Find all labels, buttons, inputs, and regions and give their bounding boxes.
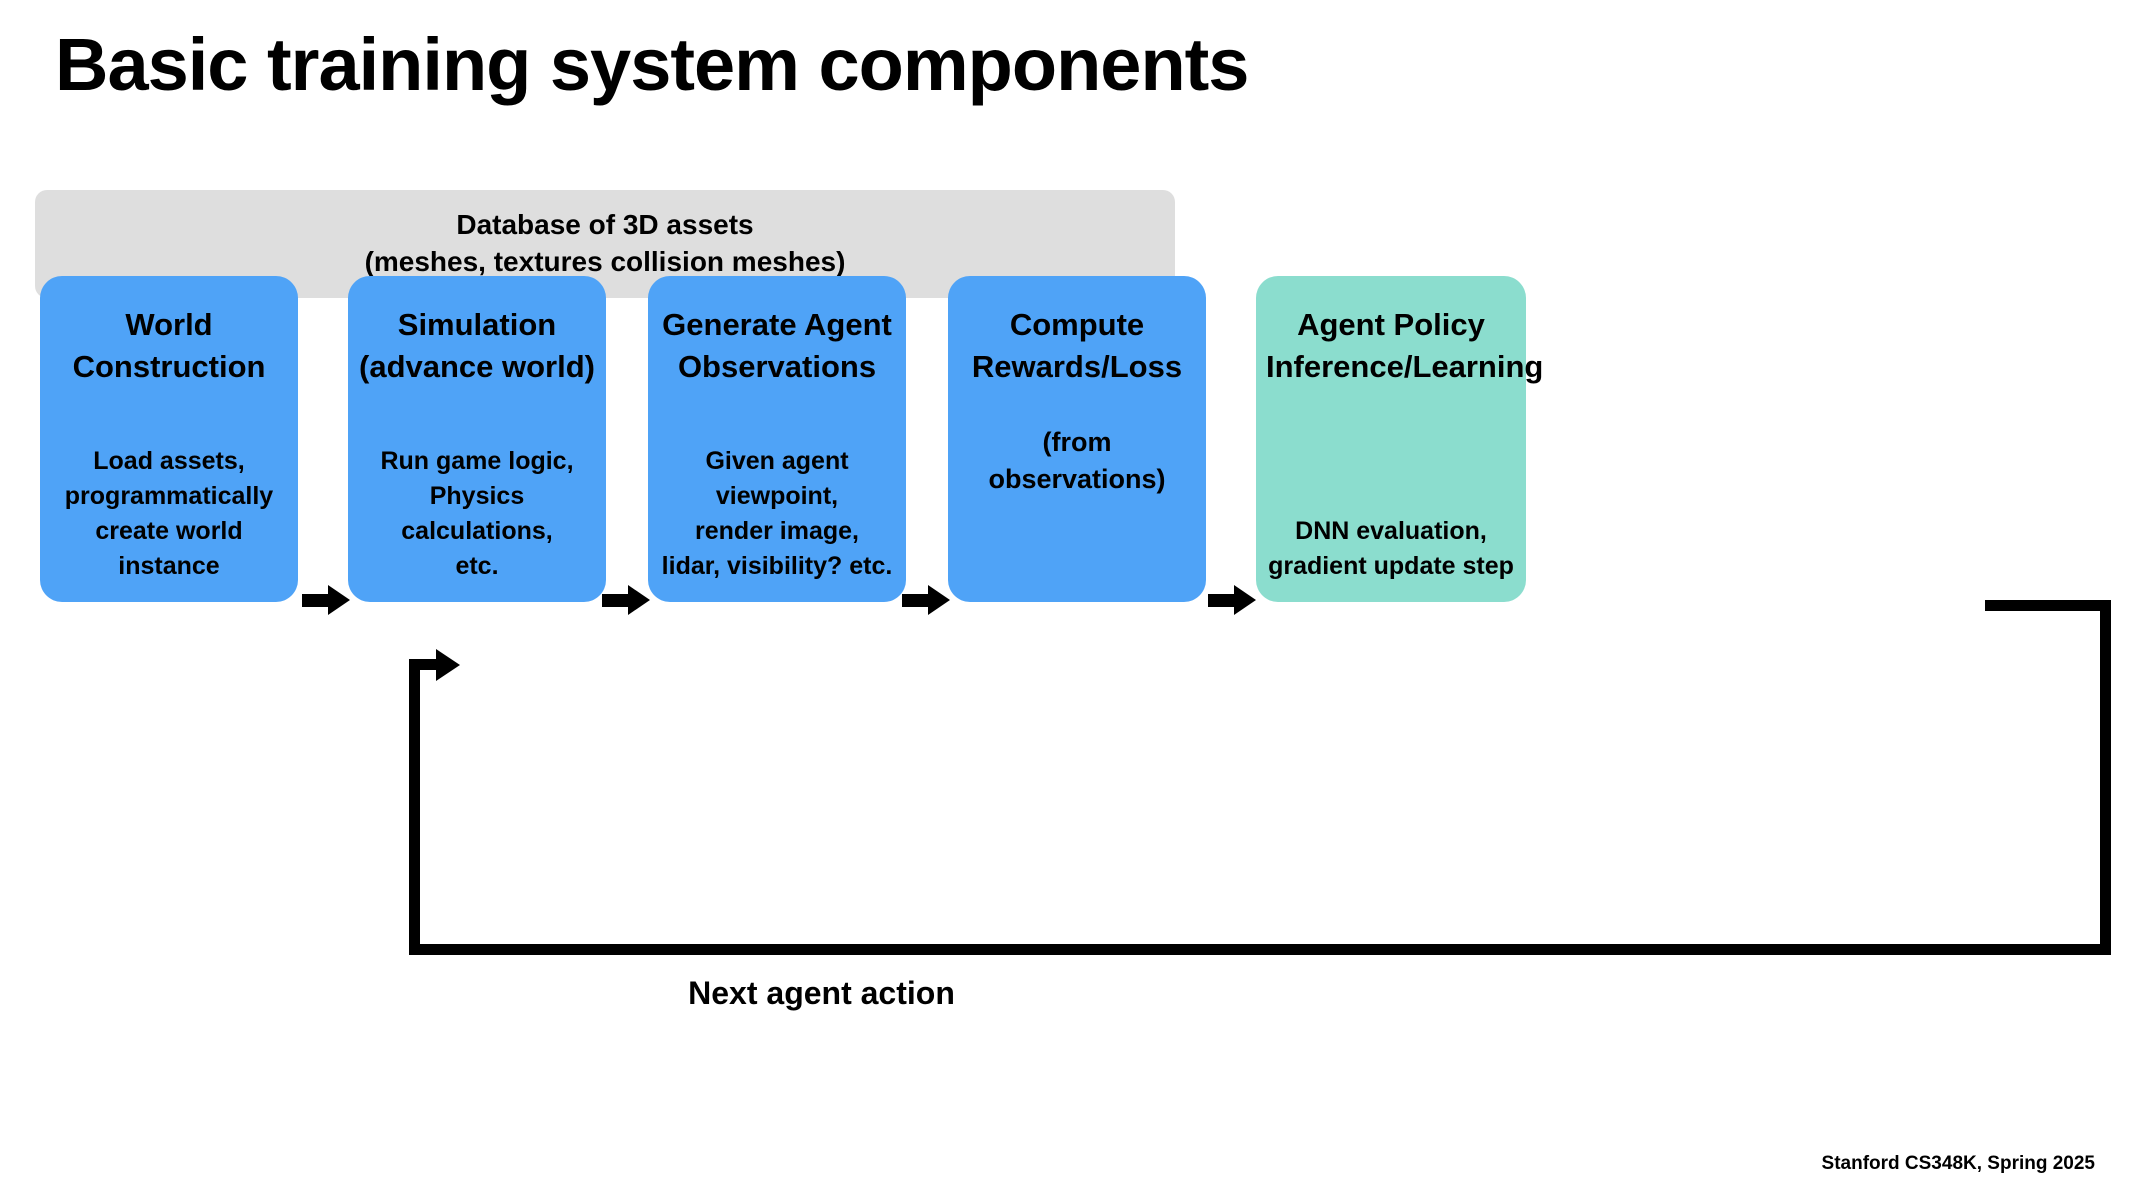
stage-note-compute-rewards-loss: (from observations) — [988, 427, 1166, 495]
stage-box-compute-rewards-loss: Compute Rewards/Loss (from observations) — [948, 276, 1206, 602]
stage-box-simulation: Simulation (advance world) Run game logi… — [348, 276, 606, 602]
stage-title-generate-agent-observations: Generate Agent Observations — [662, 307, 892, 385]
arrow-head — [628, 585, 650, 615]
stage-subtext-agent-policy-inference-learning: DNN evaluation, gradient update step — [1268, 517, 1514, 580]
flow-arrow-icon-observations-to-rewards — [902, 585, 950, 615]
stage-box-world-construction: World Construction Load assets, programm… — [40, 276, 298, 602]
feedback-loop-segment-left — [409, 665, 420, 955]
feedback-loop-label: Next agent action — [688, 975, 955, 1011]
stage-title-world-construction: World Construction — [72, 307, 266, 385]
stage-box-generate-agent-observations: Generate Agent Observations Given agent … — [648, 276, 906, 602]
feedback-loop-segment-bottom — [409, 944, 2111, 955]
flow-arrow-icon-simulation-to-observations — [602, 585, 650, 615]
arrow-head — [328, 585, 350, 615]
arrow-shaft — [302, 594, 330, 607]
arrow-head — [928, 585, 950, 615]
database-box-line-1: Database of 3D assets — [456, 209, 754, 241]
feedback-loop-segment-entry — [409, 659, 441, 670]
stage-subtext-simulation: Run game logic, Physics calculations, et… — [380, 447, 574, 580]
stage-box-agent-policy-inference-learning: Agent Policy Inference/Learning DNN eval… — [1256, 276, 1544, 602]
arrow-shaft — [902, 594, 930, 607]
database-box-line-2: (meshes, textures collision meshes) — [364, 246, 846, 277]
stage-title-compute-rewards-loss: Compute Rewards/Loss — [971, 307, 1183, 385]
feedback-loop-arrow-head-icon — [436, 649, 460, 681]
page-title: Basic training system components — [55, 23, 1249, 106]
feedback-loop-segment-right — [2100, 600, 2111, 955]
feedback-loop-segment-top — [1985, 600, 2111, 611]
arrow-shaft — [602, 594, 630, 607]
flow-arrow-icon-world-to-simulation — [302, 585, 350, 615]
arrow-shaft — [1208, 594, 1236, 607]
arrow-head — [1234, 585, 1256, 615]
stage-subtext-world-construction: Load assets, programmatically create wor… — [64, 447, 274, 580]
stage-subtext-generate-agent-observations: Given agent viewpoint, render image, lid… — [661, 447, 893, 580]
flow-arrow-icon-rewards-to-policy — [1208, 585, 1256, 615]
stage-title-simulation: Simulation (advance world) — [359, 307, 595, 385]
footer-attribution: Stanford CS348K, Spring 2025 — [1821, 1153, 2095, 1174]
stage-title-agent-policy-inference-learning: Agent Policy Inference/Learning — [1266, 307, 1544, 385]
